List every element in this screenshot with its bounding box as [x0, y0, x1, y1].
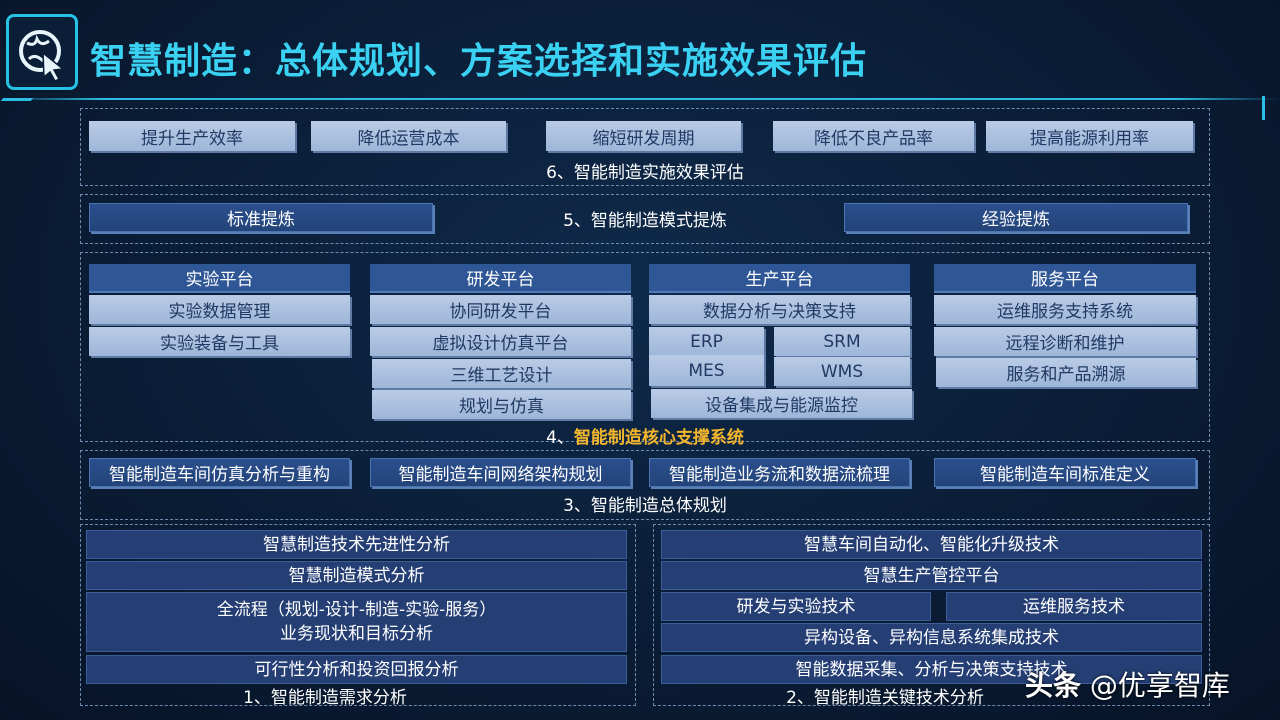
watermark: 头条 @优享智库: [1025, 664, 1230, 704]
section-5-label: 5、智能制造模式提炼: [563, 211, 727, 231]
section-2-frame: [653, 524, 1210, 706]
section-1-item: 可行性分析和投资回报分析: [86, 655, 627, 684]
experiment-platform-item: 实验数据管理: [89, 295, 350, 324]
header-divider: [0, 98, 1280, 100]
section-2-item: 智慧生产管控平台: [661, 561, 1202, 590]
production-platform-item: 数据分析与决策支持: [649, 295, 910, 324]
experience-extraction-box: 经验提炼: [844, 203, 1188, 232]
watermark-brand: 头条: [1025, 669, 1082, 702]
section-4-label: 4、智能制造核心支撑系统: [480, 423, 810, 448]
rd-platform-item: 规划与仿真: [372, 390, 631, 419]
section-4-frame: [80, 252, 1210, 442]
section-6-frame: [80, 108, 1210, 186]
production-system-srm: SRM: [774, 327, 910, 356]
section-1-process-line: 业务现状和目标分析: [280, 624, 433, 644]
production-system-wms: WMS: [774, 357, 910, 386]
production-platform-item: 设备集成与能源监控: [651, 389, 912, 418]
section-2-split-right: 运维服务技术: [946, 592, 1202, 621]
service-platform-item: 远程诊断和维护: [934, 327, 1196, 356]
section-1-item: 智慧制造模式分析: [86, 561, 627, 590]
globe-cursor-icon: [19, 30, 65, 82]
page-title: 智慧制造：总体规划、方案选择和实施效果评估: [90, 41, 868, 82]
standard-extraction-box: 标准提炼: [89, 203, 433, 232]
production-platform-title: 生产平台: [649, 264, 910, 293]
service-platform-title: 服务平台: [934, 264, 1196, 293]
section-2-item: 智慧车间自动化、智能化升级技术: [661, 530, 1202, 559]
section-3-item: 智能制造车间网络架构规划: [370, 458, 631, 487]
section-1-process-box: 全流程（规划-设计-制造-实验-服务） 业务现状和目标分析: [86, 592, 627, 652]
section-5-frame: [80, 194, 1210, 244]
section-3-item: 智能制造车间标准定义: [934, 458, 1196, 487]
section-2-label: 2、智能制造关键技术分析: [786, 688, 984, 708]
production-system-mes: MES: [649, 355, 764, 386]
rd-platform-item: 虚拟设计仿真平台: [370, 327, 631, 356]
header-accent-left: [0, 98, 34, 101]
section-3-label: 3、智能制造总体规划: [563, 496, 727, 516]
section-6-item: 缩短研发周期: [546, 121, 741, 151]
section-1-label: 1、智能制造需求分析: [243, 688, 407, 708]
section-1-item: 智慧制造技术先进性分析: [86, 530, 627, 559]
section-6-label: 6、智能制造实施效果评估: [546, 163, 744, 183]
section-6-item: 提升生产效率: [89, 121, 295, 151]
service-platform-item: 服务和产品溯源: [936, 358, 1196, 387]
section-2-split-left: 研发与实验技术: [661, 592, 931, 621]
rd-platform-title: 研发平台: [370, 264, 631, 293]
section-2-item: 异构设备、异构信息系统集成技术: [661, 623, 1202, 652]
section-3-item: 智能制造业务流和数据流梳理: [649, 458, 910, 487]
section-6-item: 降低运营成本: [311, 121, 506, 151]
service-platform-item: 运维服务支持系统: [934, 295, 1196, 324]
section-1-frame: [80, 524, 636, 706]
section-3-frame: [80, 450, 1210, 520]
section-3-item: 智能制造车间仿真分析与重构: [89, 458, 350, 487]
section-2-item: 智能数据采集、分析与决策支持技术: [661, 655, 1202, 684]
section-4-label-prefix: 4、: [546, 428, 574, 448]
section-6-item: 降低不良产品率: [773, 121, 974, 151]
experiment-platform-item: 实验装备与工具: [89, 327, 350, 356]
production-system-erp: ERP: [649, 327, 764, 356]
section-6-item: 提高能源利用率: [986, 121, 1193, 151]
watermark-handle: @优享智库: [1089, 669, 1230, 702]
rd-platform-item: 三维工艺设计: [372, 359, 631, 388]
header-accent-right: [1262, 96, 1271, 120]
experiment-platform-title: 实验平台: [89, 264, 350, 293]
rd-platform-item: 协同研发平台: [370, 295, 631, 324]
section-4-label-highlight: 智能制造核心支撑系统: [573, 428, 744, 448]
section-1-process-line: 全流程（规划-设计-制造-实验-服务）: [216, 600, 497, 620]
logo: [6, 14, 78, 90]
